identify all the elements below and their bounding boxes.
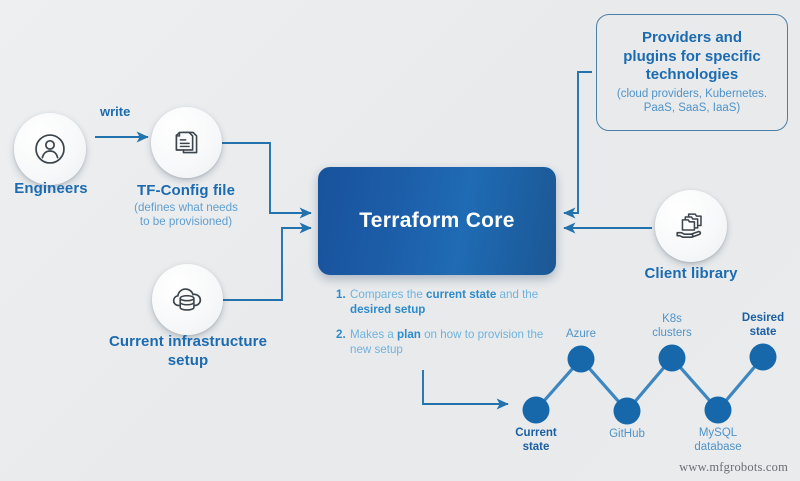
current-infrastructure-node[interactable] [152, 264, 223, 335]
step-number: 2. [336, 327, 346, 341]
write-arrow-label: write [100, 104, 131, 119]
engineers-label: Engineers [14, 180, 88, 197]
step-text: Makes a plan on how to provision the new… [350, 327, 551, 358]
tf-config-node[interactable] [151, 107, 222, 178]
step-emphasis: plan [397, 327, 421, 341]
steps-list: 1. Compares the current state and the des… [336, 287, 551, 367]
client-library-label: Client library [644, 265, 738, 282]
step-fragment: and the [496, 288, 539, 301]
terraform-core-box[interactable]: Terraform Core [318, 167, 556, 275]
engineers-node[interactable] [14, 113, 86, 185]
watermark: www.mfgrobots.com [679, 460, 788, 474]
chart-node[interactable] [704, 396, 732, 424]
chart-node[interactable] [613, 397, 641, 425]
step-number: 1. [336, 288, 346, 301]
step-emphasis: current state [426, 288, 497, 301]
connector-infra-to-core [222, 222, 312, 301]
chart-node-label: Azure [565, 328, 597, 340]
terraform-core-title: Terraform Core [359, 209, 515, 232]
chart-node[interactable] [522, 396, 550, 424]
tf-config-label: TF-Config file [136, 182, 236, 199]
hand-folders-icon [672, 207, 710, 245]
client-library-node[interactable] [655, 190, 727, 262]
step-text: Compares the current state and the desir… [350, 287, 551, 318]
step-fragment: Compares the [350, 288, 427, 301]
cloud-database-icon [169, 281, 206, 318]
chart-node[interactable] [658, 344, 686, 372]
connector-steps-to-chart [422, 370, 509, 410]
connector-providers-to-core [563, 71, 592, 219]
step-emphasis: desired setup [350, 303, 426, 317]
step-item: 1. Compares the current state and the des… [336, 287, 551, 318]
chart-node[interactable] [567, 345, 595, 373]
step-fragment: on how to provision the new setup [350, 327, 544, 357]
step-fragment: Makes a [350, 327, 398, 341]
step-item: 2. Makes a plan on how to provision the n… [336, 327, 551, 358]
user-icon [32, 131, 68, 167]
chart-node-label: GitHub [609, 428, 645, 440]
chart-node[interactable] [749, 343, 777, 371]
providers-box-subtitle: (cloud providers, Kubernetes.PaaS, SaaS,… [616, 88, 768, 115]
documents-icon [169, 125, 204, 160]
